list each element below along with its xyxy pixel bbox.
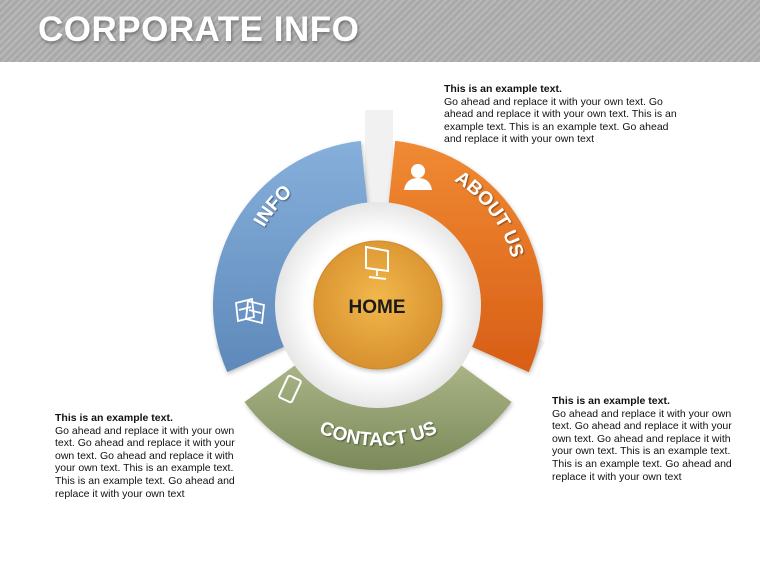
page-title: CORPORATE INFO bbox=[38, 10, 360, 49]
user-icon bbox=[404, 164, 432, 190]
text-block-title: This is an example text. bbox=[444, 83, 562, 95]
text-block-body: Go ahead and replace it with your own te… bbox=[552, 407, 732, 483]
home-circle[interactable] bbox=[313, 240, 443, 370]
text-block-body: Go ahead and replace it with your own te… bbox=[55, 424, 235, 500]
monitor-icon bbox=[365, 245, 389, 280]
text-block-top: This is an example text. Go ahead and re… bbox=[444, 83, 680, 146]
segment-contact-us[interactable] bbox=[244, 363, 512, 470]
title-banner: CORPORATE INFO bbox=[0, 0, 760, 62]
text-block-left: This is an example text. Go ahead and re… bbox=[55, 412, 241, 500]
text-block-title: This is an example text. bbox=[552, 395, 670, 407]
mobile-phone-icon bbox=[278, 374, 302, 404]
text-block-title: This is an example text. bbox=[55, 412, 173, 424]
document-icon bbox=[235, 297, 265, 325]
text-block-right: This is an example text. Go ahead and re… bbox=[552, 395, 738, 483]
home-label: HOME bbox=[349, 297, 406, 318]
text-block-body: Go ahead and replace it with your own te… bbox=[444, 95, 677, 146]
